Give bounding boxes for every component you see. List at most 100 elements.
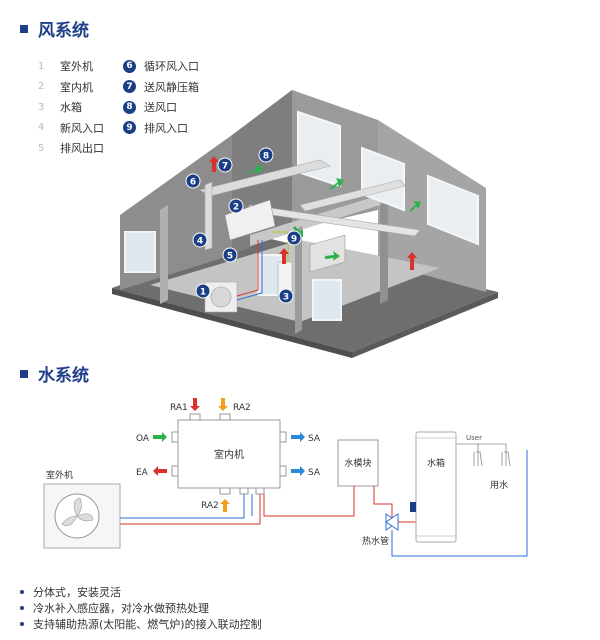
bullet-icon — [20, 622, 24, 626]
pipe-red — [120, 494, 261, 525]
water-module-box — [337, 439, 379, 487]
port — [279, 465, 287, 477]
pipe-red — [263, 486, 355, 517]
port — [189, 413, 201, 421]
marker-1: 1 — [195, 283, 211, 299]
list-item-text: 冷水补入感应器，对冷水做预热处理 — [33, 602, 209, 615]
floor-edge-front — [112, 288, 352, 358]
list-item-text: 分体式，安装灵活 — [33, 586, 121, 599]
legend-label: 排风入口 — [144, 121, 188, 135]
pipe-red — [236, 240, 259, 297]
legend-label: 循环风入口 — [144, 60, 199, 74]
list-item: 支持辅助热源(太阳能、燃气炉)的接入联动控制 — [20, 616, 262, 632]
legend-label: 排风出口 — [60, 142, 104, 156]
red-arrow-icon — [190, 398, 200, 411]
duct — [204, 181, 213, 251]
shower-icon — [473, 444, 483, 467]
static-pressure-box — [309, 234, 346, 273]
marker-7: 7 — [217, 157, 233, 173]
port — [239, 487, 249, 495]
legend-label: 送风口 — [144, 101, 177, 115]
bullet-icon — [20, 606, 24, 610]
legend-item: 2 室内机 — [38, 77, 104, 98]
sensor-icon — [410, 502, 416, 512]
marker-label: 8 — [263, 152, 269, 162]
air-system-title-text: 风系统 — [38, 21, 89, 41]
pipe-red — [373, 486, 393, 522]
marker-label: 5 — [227, 252, 233, 262]
pipe-blue — [391, 450, 528, 557]
feature-list: 分体式，安装灵活 冷水补入感应器，对冷水做预热处理 支持辅助热源(太阳能、燃气炉… — [20, 584, 262, 632]
legend-label: 送风静压箱 — [144, 80, 199, 94]
red-arrow-icon — [407, 252, 417, 270]
orange-arrow-icon — [220, 499, 230, 512]
water-system-diagram: 室内机 RA1 RA2 OA EA SA SA RA2 室外机 水模块 热水管 … — [43, 398, 528, 557]
partition-wall — [380, 201, 388, 304]
legend-label: 室内机 — [60, 80, 93, 94]
green-arrow-icon — [410, 201, 421, 212]
hot-water-pipe-label: 热水管 — [362, 535, 389, 547]
bullet-icon — [20, 590, 24, 594]
marker-4: 4 — [192, 232, 208, 248]
legend-label: 水箱 — [60, 101, 82, 115]
sa1-label: SA — [308, 434, 321, 444]
port — [219, 413, 231, 421]
legend-num: 5 — [38, 142, 45, 154]
port — [171, 431, 179, 443]
window — [312, 279, 342, 321]
red-arrow-icon — [209, 156, 219, 172]
window — [427, 174, 479, 246]
legend-num: 2 — [38, 81, 45, 93]
legend-badge: 8 — [123, 100, 136, 114]
outdoor-unit-label: 室外机 — [46, 469, 73, 481]
marker-label: 6 — [190, 178, 196, 188]
pipe-blue — [236, 240, 263, 301]
pipe-blue — [120, 494, 245, 519]
floor-edge-side — [352, 292, 498, 358]
sa2-label: SA — [308, 468, 321, 478]
list-item: 分体式，安装灵活 — [20, 584, 262, 600]
blue-arrow-icon — [291, 432, 305, 442]
ra2-bottom-label: RA2 — [201, 501, 219, 511]
title-square-icon — [20, 369, 28, 378]
red-arrow-icon — [279, 248, 289, 264]
marker-6: 6 — [185, 173, 201, 189]
red-arrows — [209, 156, 417, 270]
indoor-unit-box — [177, 419, 281, 489]
legend-badge: 9 — [123, 121, 136, 135]
marker-9: 9 — [286, 230, 302, 246]
air-system-title: 风系统 — [20, 16, 89, 41]
marker-label: 9 — [291, 235, 297, 245]
legend-item: 3 水箱 — [38, 97, 104, 118]
water-system-title-text: 水系统 — [38, 366, 89, 386]
blue-arrow-icon — [291, 466, 305, 476]
window — [124, 231, 156, 273]
window — [361, 146, 405, 212]
red-arrow-icon — [153, 466, 167, 476]
marker-label: 7 — [222, 162, 228, 172]
water-use-label: 用水 — [490, 479, 508, 491]
legend-label: 新风入口 — [60, 121, 104, 135]
marker-label: 2 — [233, 203, 239, 213]
water-system-title: 水系统 — [20, 361, 89, 386]
legend-num: 1 — [38, 60, 45, 72]
green-arrow-icon — [248, 164, 264, 174]
fan-icon — [210, 286, 232, 308]
house-illustration: 1 2 3 4 5 6 7 8 9 — [112, 90, 498, 358]
legend-item: 9 排风入口 — [123, 118, 199, 139]
marker-5: 5 — [222, 247, 238, 263]
port — [279, 431, 287, 443]
pipe-yellow — [272, 231, 289, 262]
legend-num: 3 — [38, 101, 45, 113]
port — [255, 487, 265, 495]
port — [171, 465, 179, 477]
marker-8: 8 — [258, 147, 274, 163]
port — [219, 487, 231, 495]
duct — [299, 179, 406, 212]
water-module-label: 水模块 — [344, 457, 371, 469]
